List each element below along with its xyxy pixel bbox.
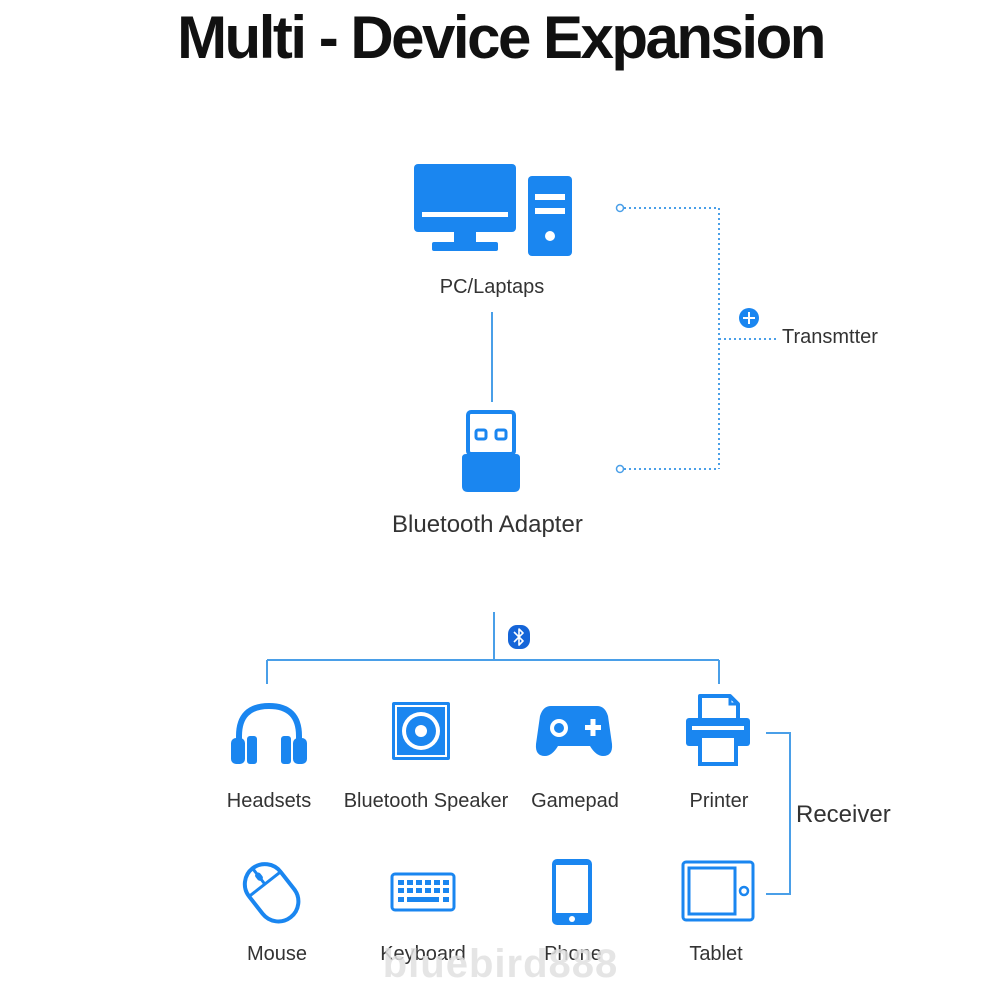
- speaker-icon: [392, 702, 450, 760]
- mouse-label: Mouse: [246, 943, 308, 965]
- tablet-label: Tablet: [689, 943, 743, 965]
- receiver-label: Receiver: [796, 801, 891, 828]
- printer-icon: [686, 694, 750, 766]
- mouse-icon: [242, 862, 301, 924]
- keyboard-label: Keyboard: [380, 943, 466, 965]
- phone-label: Phone: [544, 943, 602, 965]
- page-title: Multi - Device Expansion: [177, 4, 826, 71]
- transmitter-label: Transmtter: [782, 326, 878, 348]
- headset-icon: [231, 702, 307, 764]
- watermark: bluebird888: [382, 942, 619, 986]
- pc-laptop-label: PC/Laptaps: [439, 276, 545, 298]
- pc-laptop-icon: [414, 164, 572, 256]
- plus-icon: [739, 308, 759, 328]
- bluetooth-adapter-icon: [462, 410, 520, 492]
- headsets-label: Headsets: [226, 790, 312, 812]
- gamepad-icon: [535, 706, 613, 756]
- phone-icon: [552, 859, 592, 925]
- bluetooth-icon: [508, 625, 530, 649]
- printer-label: Printer: [689, 790, 749, 812]
- bluetooth-adapter-label: Bluetooth Adapter: [392, 511, 583, 538]
- bluetooth-speaker-label: Bluetooth Speaker: [343, 790, 509, 812]
- gamepad-label: Gamepad: [531, 790, 619, 812]
- keyboard-icon: [390, 872, 456, 912]
- tablet-icon: [681, 860, 755, 922]
